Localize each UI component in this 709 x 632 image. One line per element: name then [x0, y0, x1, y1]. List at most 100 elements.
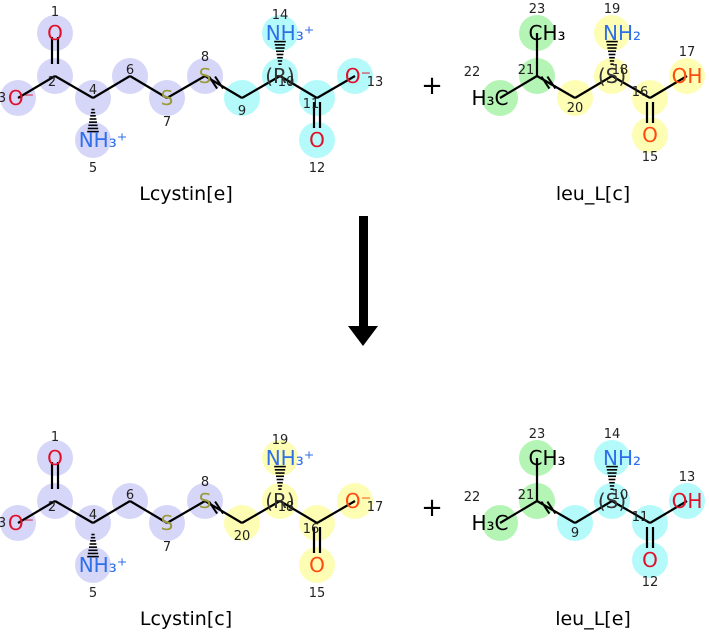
atom-highlight [594, 440, 630, 476]
atom-label: S [161, 86, 174, 110]
bond [241, 500, 281, 524]
molecule-lcystin-e-: O12O⁻34NH₃⁺56S7S89(R)1011O12O⁻13NH₃⁺14Lc… [0, 5, 383, 205]
atom-number: 16 [303, 522, 320, 537]
atom-label: O⁻ [345, 64, 371, 88]
atom-number: 15 [309, 586, 326, 601]
bond [611, 75, 651, 99]
molecule-name: leu_L[c] [556, 183, 630, 205]
atom-number: 13 [367, 75, 384, 90]
atom-highlight [299, 122, 335, 158]
bond [241, 75, 281, 99]
atom-number: 5 [89, 586, 97, 601]
atom-label: (R) [265, 64, 295, 88]
atom-label: S [199, 64, 212, 88]
plus-sign-top: + [421, 71, 443, 101]
atom-number: 23 [529, 2, 546, 17]
atom-label: NH₃⁺ [79, 553, 128, 577]
bond-break-mark [208, 76, 218, 90]
bond [574, 75, 613, 99]
atom-number: 6 [126, 63, 134, 78]
bond [279, 500, 318, 524]
atom-highlight [632, 542, 668, 578]
atom-number: 7 [163, 540, 171, 555]
bond-break-mark [540, 76, 551, 90]
bond [54, 500, 94, 524]
atom-number: 17 [679, 45, 696, 60]
atom-label: O [642, 123, 658, 147]
bond-break-mark [208, 501, 218, 515]
atom-label: S [199, 489, 212, 513]
atom-number: 4 [89, 508, 97, 523]
atom-label: O⁻ [8, 511, 34, 535]
bond-break-mark [546, 501, 557, 515]
atom-label: O [47, 21, 63, 45]
atom-label: S [161, 511, 174, 535]
atom-number: 4 [89, 83, 97, 98]
atom-highlight [594, 15, 630, 51]
bond [92, 500, 131, 524]
bond [129, 500, 168, 524]
atom-label: O [309, 553, 325, 577]
molecule-leu-l-c-: CH₃2321H₃C2220(S)18NH₂1916O15OH17leu_L[c… [464, 2, 705, 205]
atom-label: (S) [598, 64, 626, 88]
atom-highlight [37, 15, 73, 51]
atom-label: H₃C [471, 511, 508, 535]
bond [649, 500, 688, 524]
atom-highlight [262, 15, 298, 51]
atom-label: OH [672, 64, 703, 88]
atom-number: 12 [309, 161, 326, 176]
atom-label: (R) [265, 489, 295, 513]
atom-label: NH₃⁺ [266, 21, 315, 45]
atom-label: NH₃⁺ [79, 128, 128, 152]
atom-number: 3 [0, 516, 6, 531]
atom-number: 22 [464, 490, 481, 505]
atom-number: 8 [201, 475, 209, 490]
bond [166, 500, 206, 524]
atom-highlight [632, 117, 668, 153]
atom-number: 7 [163, 115, 171, 130]
bond [316, 75, 356, 99]
atom-number: 14 [272, 8, 289, 23]
bond [129, 75, 168, 99]
atom-highlight [75, 547, 111, 583]
atom-number: 8 [201, 50, 209, 65]
atom-number: 10 [278, 75, 295, 90]
atom-label: O⁻ [345, 489, 371, 513]
atom-number: 23 [529, 427, 546, 442]
bond [54, 75, 94, 99]
atom-highlight [299, 547, 335, 583]
molecule-name: Lcystin[c] [140, 608, 232, 630]
atom-number: 14 [604, 427, 621, 442]
atom-number: 11 [632, 510, 649, 525]
atom-label: OH [672, 489, 703, 513]
atom-number: 9 [571, 526, 579, 541]
atom-number: 1 [51, 5, 59, 20]
atom-label: CH₃ [528, 446, 565, 470]
bond [17, 75, 56, 99]
bond [611, 500, 651, 524]
atom-label: O⁻ [8, 86, 34, 110]
atom-number: 2 [48, 75, 56, 90]
atom-number: 17 [367, 500, 384, 515]
atom-number: 10 [612, 488, 629, 503]
bond [17, 500, 56, 524]
atom-number: 19 [604, 2, 621, 17]
atom-number: 21 [518, 63, 535, 78]
atom-number: 20 [567, 101, 584, 116]
atom-number: 6 [126, 488, 134, 503]
atom-number: 3 [0, 91, 6, 106]
atom-number: 15 [642, 150, 659, 165]
atom-label: (S) [598, 489, 626, 513]
atom-number: 22 [464, 65, 481, 80]
bond [499, 500, 538, 524]
atom-label: NH₂ [603, 446, 641, 470]
atom-highlight [262, 440, 298, 476]
plus-sign-bottom: + [421, 493, 443, 523]
atom-label: NH₂ [603, 21, 641, 45]
atom-number: 2 [48, 500, 56, 515]
bond-break-mark [214, 501, 224, 515]
reaction-arrow [348, 216, 378, 346]
bond-break-mark [540, 501, 551, 515]
molecule-lcystin-c-: O12O⁻34NH₃⁺56S7S820(R)1816O15O⁻17NH₃⁺19L… [0, 430, 383, 630]
